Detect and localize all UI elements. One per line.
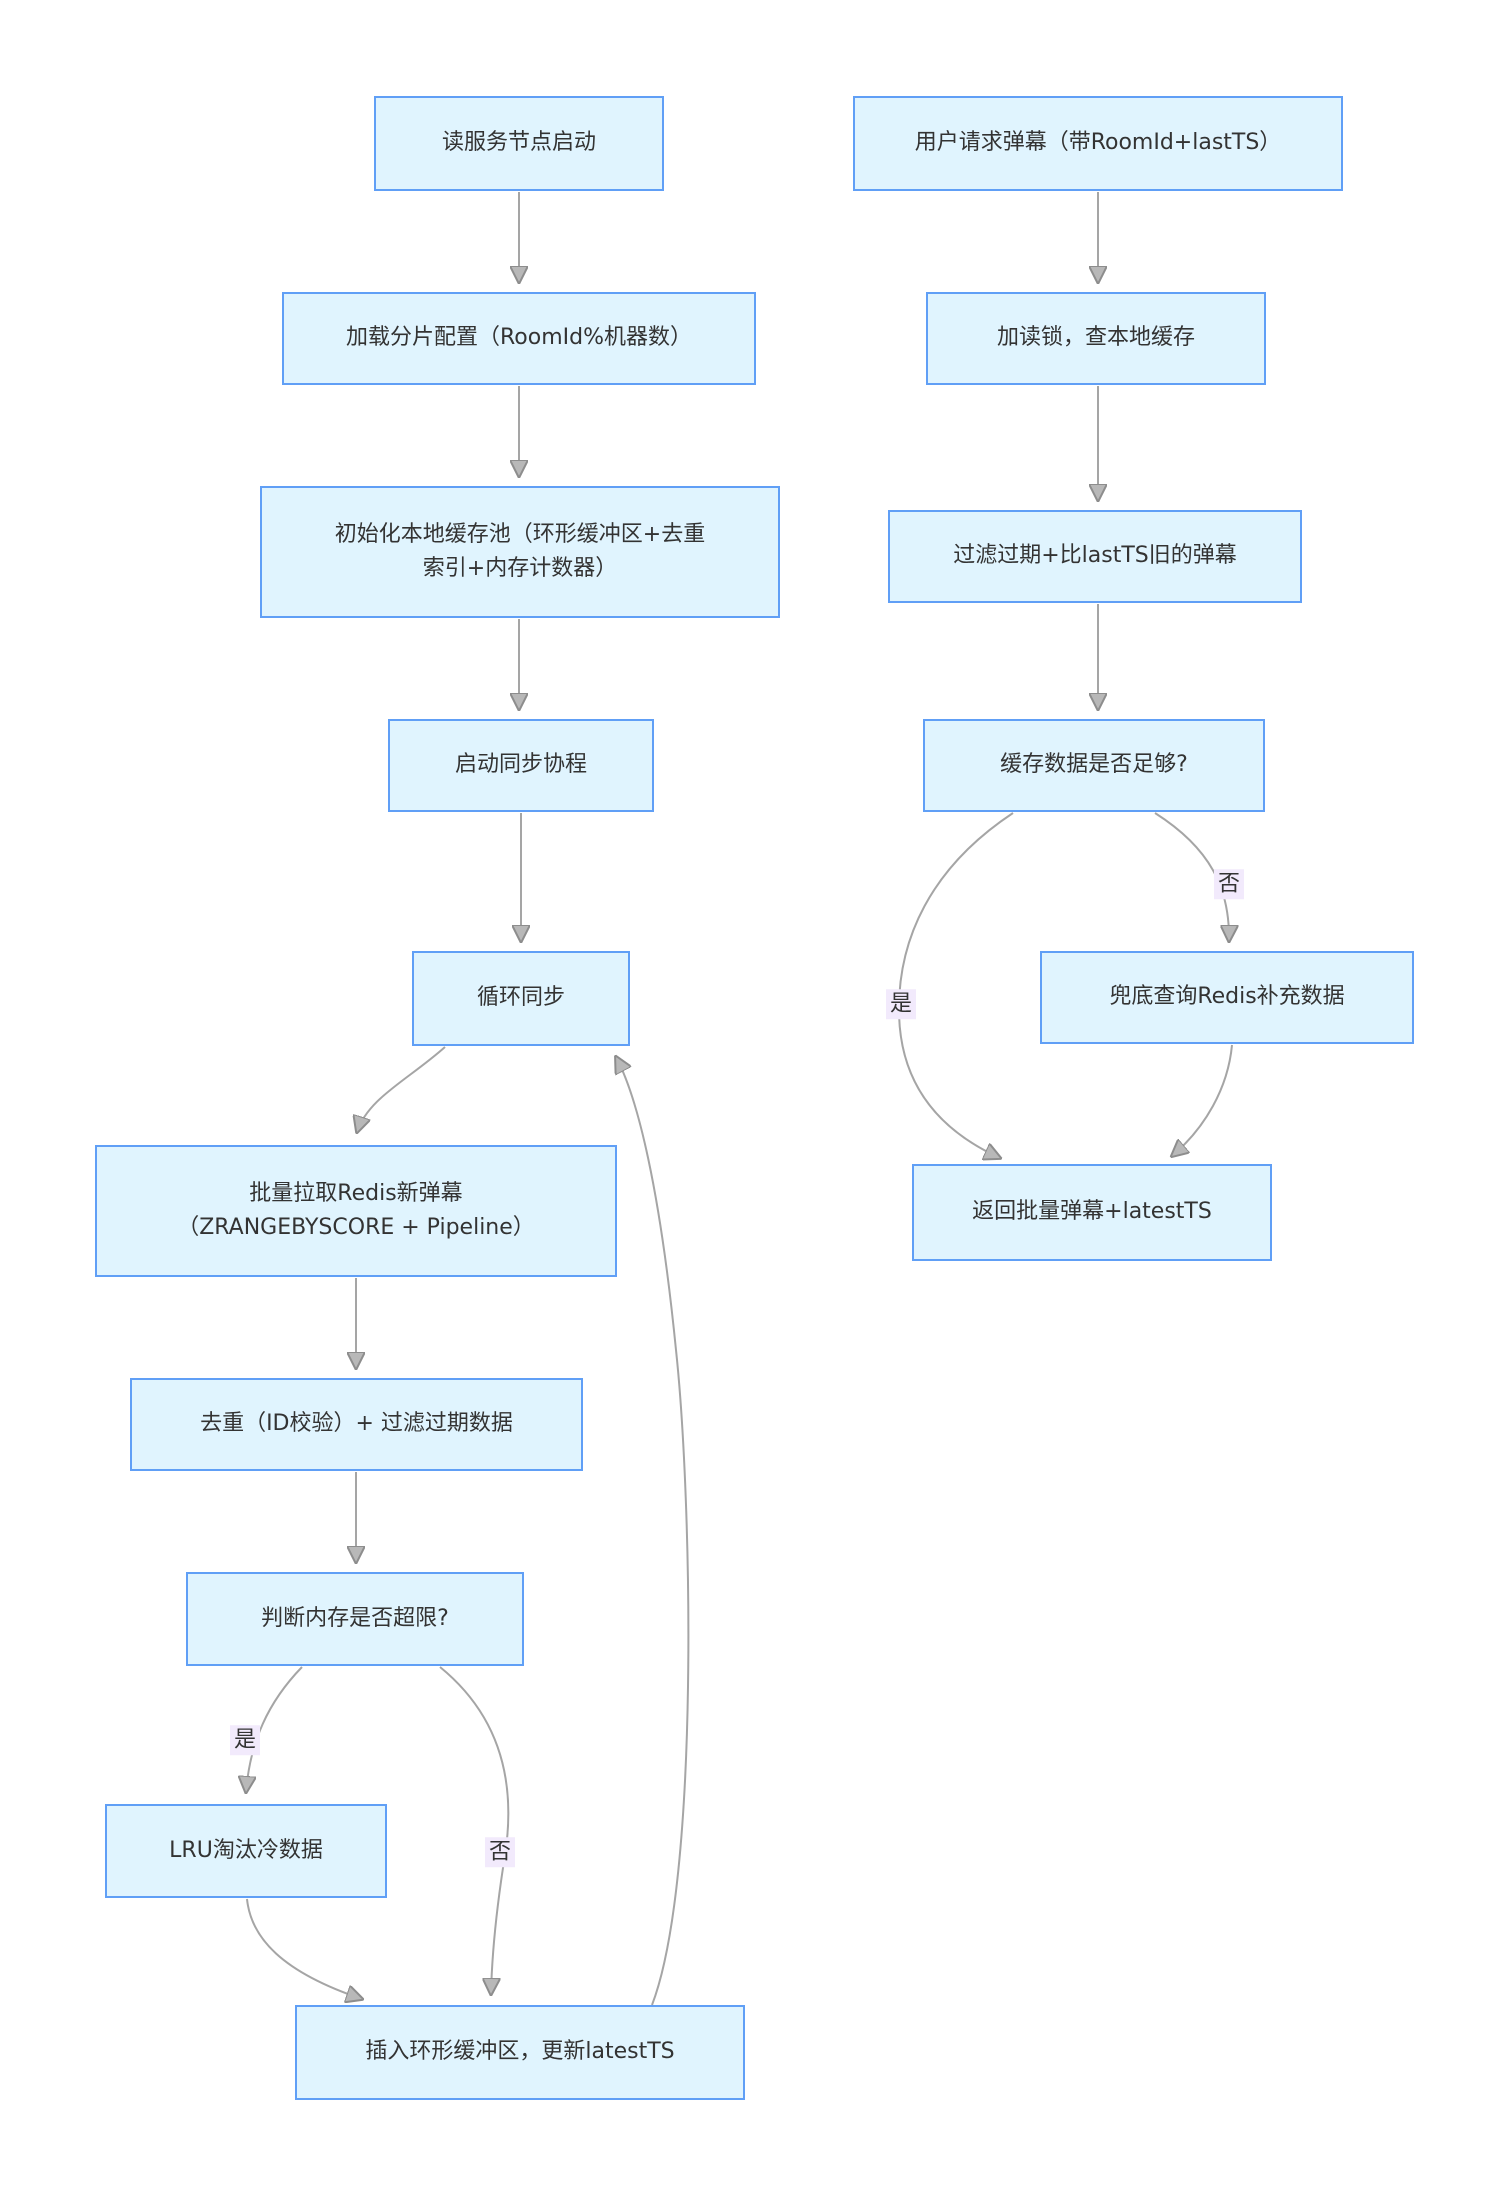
node-cache-enough: 缓存数据是否足够? [923,719,1265,812]
node-lru: LRU淘汰冷数据 [105,1804,387,1898]
edge-cache-enough-no-to-redis-fallback [1154,812,1229,941]
edge-lru-to-insert-ring [246,1898,362,1999]
node-return-batch: 返回批量弹幕+latestTS [912,1164,1272,1261]
edge-label-cache-no: 否 [1213,869,1245,899]
edge-loop-sync-to-batch-pull [357,1046,446,1132]
node-svc-start: 读服务节点启动 [374,96,664,191]
edge-label-cache-yes: 是 [885,989,917,1019]
node-dedup: 去重（ID校验）+ 过滤过期数据 [130,1378,583,1471]
node-loop-sync: 循环同步 [412,951,630,1046]
node-init-pool: 初始化本地缓存池（环形缓冲区+去重 索引+内存计数器） [260,486,780,618]
node-mem-check: 判断内存是否超限? [186,1572,524,1666]
edge-cache-enough-yes-to-return-batch [897,812,1014,1158]
edge-mem-check-no-to-insert-ring [439,1666,510,1994]
edge-label-mem-no: 否 [484,1837,516,1867]
edge-label-mem-yes: 是 [229,1725,261,1755]
node-filter-old: 过滤过期+比lastTS旧的弹幕 [888,510,1302,603]
node-batch-pull: 批量拉取Redis新弹幕 （ZRANGEBYSCORE + Pipeline） [95,1145,617,1277]
edge-insert-ring-loop-back-to-loop-sync [616,1057,690,2006]
node-read-lock: 加读锁，查本地缓存 [926,292,1266,385]
node-load-shard: 加载分片配置（RoomId%机器数） [282,292,756,385]
node-insert-ring: 插入环形缓冲区，更新latestTS [295,2005,745,2100]
node-user-req: 用户请求弹幕（带RoomId+lastTS） [853,96,1343,191]
node-redis-fallback: 兜底查询Redis补充数据 [1040,951,1414,1044]
node-start-sync: 启动同步协程 [388,719,654,812]
edge-mem-check-yes-to-lru [246,1666,303,1792]
edge-redis-fallback-to-return-batch [1172,1044,1233,1156]
